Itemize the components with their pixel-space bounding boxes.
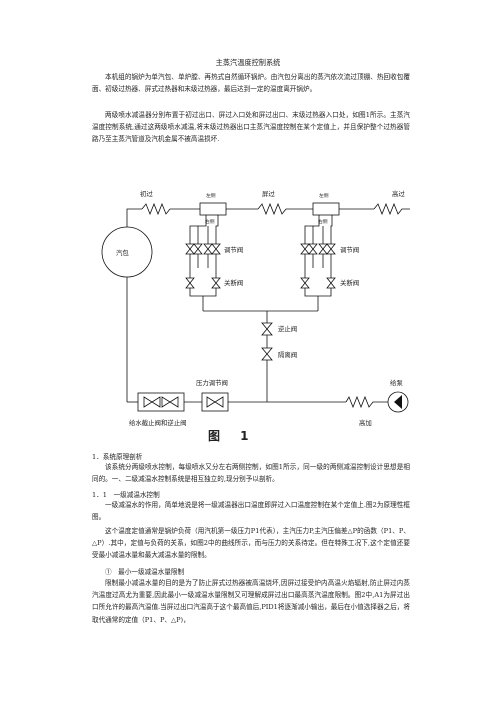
isolation-valve-label: 隔离阀 <box>278 350 297 359</box>
sub-1-text: 限制最小减温水量的目的是为了防止屏式过热器被高温烧坏,因屏过接受炉内高温火焰辐射… <box>92 579 410 624</box>
platen-sh-label: 屏过 <box>262 189 275 198</box>
system-diagram: 汽包 初过 屏过 高过 左侧 右侧 左侧 右侧 调节阀 关断阀 <box>101 189 410 427</box>
hp-heater-coil <box>345 395 388 409</box>
shutoff-label-1: 关断阀 <box>224 278 243 287</box>
section-1-heading: 1．系统原理剖析 <box>92 453 143 461</box>
shutoff-valves-group-1 <box>185 277 221 289</box>
sub-1-heading: ① 最小一级减温水量限制 <box>105 568 185 576</box>
hp-heater-label: 高加 <box>359 418 372 427</box>
reg-valve-label-1: 调节阀 <box>224 245 243 254</box>
page-title: 主蒸汽温度控制系统 <box>215 58 281 67</box>
intro-paragraph-2: 两级喷水减温器分别布置于初过出口、屏过入口处和屏过出口、末级过热器入口处，如图1… <box>92 111 410 144</box>
check-valve-label: 逆止阀 <box>278 324 297 333</box>
figure-caption: 图 1 <box>208 429 257 443</box>
section-1-1-heading: 1．1 一级减温水控制 <box>92 491 160 499</box>
left-side-label-2: 左侧 <box>319 192 329 199</box>
final-sh-label: 高过 <box>392 189 405 198</box>
section-1-1-paragraph-1: 一级减温水的作用，简单地说是将一级减温器出口温度即屏过入口温度控制在某个定值上.… <box>92 501 410 522</box>
final-sh-coil <box>373 202 410 216</box>
primary-sh-coil <box>141 202 171 216</box>
check-valve <box>261 322 273 336</box>
shutoff-valves-group-2 <box>300 277 336 289</box>
section-1-1-paragraph-2: 这个温度定值通常是锅炉负荷（用汽机第一级压力P1代表），主汽压力P,主汽压偏差△… <box>92 527 410 560</box>
feed-pump-shape <box>387 391 409 413</box>
feed-pump-label: 给泵 <box>390 378 403 387</box>
pressure-valve-label: 压力调节阀 <box>196 378 228 387</box>
drum-label: 汽包 <box>116 248 129 257</box>
feed-check-label: 给水截止阀和逆止阀 <box>129 418 187 427</box>
section-1-text: 该系统分两级喷水控制，每级喷水又分左右两侧控制，如图1所示，同一级的两侧减温控制… <box>92 463 410 484</box>
right-side-label-1: 右侧 <box>205 218 215 225</box>
reg-valve-label-2: 调节阀 <box>340 245 359 254</box>
reg-valves-group-2 <box>300 243 336 255</box>
feed-check-box <box>137 392 185 412</box>
primary-sh-label: 初过 <box>140 189 153 198</box>
isolation-valve <box>261 347 273 361</box>
desuperheater-1 <box>199 202 227 216</box>
reg-valves-group-1 <box>185 243 221 255</box>
left-side-label-1: 左侧 <box>206 192 216 199</box>
right-side-label-2: 右侧 <box>318 218 328 225</box>
shutoff-label-2: 关断阀 <box>340 278 359 287</box>
platen-sh-coil <box>257 202 287 216</box>
desuperheater-2 <box>312 202 340 216</box>
drum-outlet-line <box>126 208 142 227</box>
intro-paragraph-1: 本机组的锅炉为单汽包、单炉膛、再热式自然循环锅炉。由汽包分离出的蒸汽依次流过顶棚… <box>92 73 410 94</box>
